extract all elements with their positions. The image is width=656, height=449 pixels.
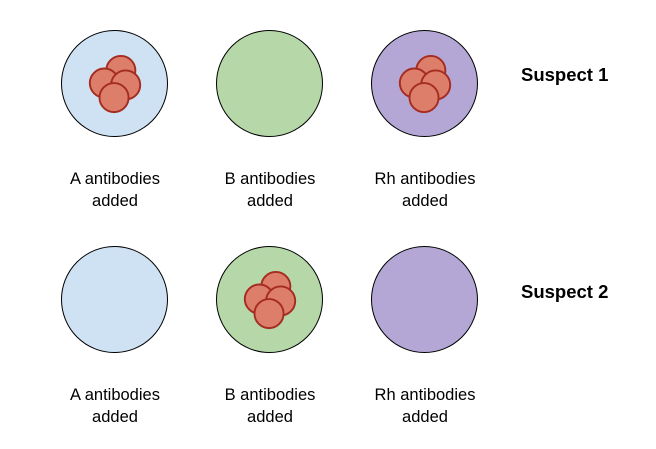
well-label-suspect1-a: A antibodies added	[30, 169, 200, 212]
well-label-line2: added	[92, 407, 138, 426]
well-label-line1: B antibodies	[224, 386, 316, 404]
agglutinated-red-cells-icon	[88, 54, 141, 113]
well-label-line2: added	[247, 191, 293, 210]
well-suspect1-a-antibodies	[61, 30, 168, 137]
well-label-line1: Rh antibodies	[374, 386, 476, 404]
well-label-line1: A antibodies	[70, 170, 160, 188]
well-label-suspect1-rh: Rh antibodies added	[340, 169, 510, 212]
well-label-line1: A antibodies	[70, 386, 160, 404]
well-label-line1: B antibodies	[224, 170, 316, 188]
well-label-line2: added	[92, 191, 138, 210]
well-label-suspect2-b: B antibodies added	[185, 385, 355, 428]
well-suspect1-rh-antibodies	[371, 30, 478, 137]
agglutinated-red-cells-icon	[398, 54, 451, 113]
well-suspect1-b-antibodies	[216, 30, 323, 137]
suspect2-label: Suspect 2	[521, 281, 609, 302]
well-label-line2: added	[402, 407, 448, 426]
well-label-line1: Rh antibodies	[374, 170, 476, 188]
well-suspect2-rh-antibodies	[371, 246, 478, 353]
well-label-suspect1-b: B antibodies added	[185, 169, 355, 212]
well-label-line2: added	[402, 191, 448, 210]
well-label-line2: added	[247, 407, 293, 426]
well-label-suspect2-a: A antibodies added	[30, 385, 200, 428]
agglutinated-red-cells-icon	[243, 270, 296, 329]
well-suspect2-b-antibodies	[216, 246, 323, 353]
suspect1-label: Suspect 1	[521, 64, 609, 85]
well-label-suspect2-rh: Rh antibodies added	[340, 385, 510, 428]
well-suspect2-a-antibodies	[61, 246, 168, 353]
